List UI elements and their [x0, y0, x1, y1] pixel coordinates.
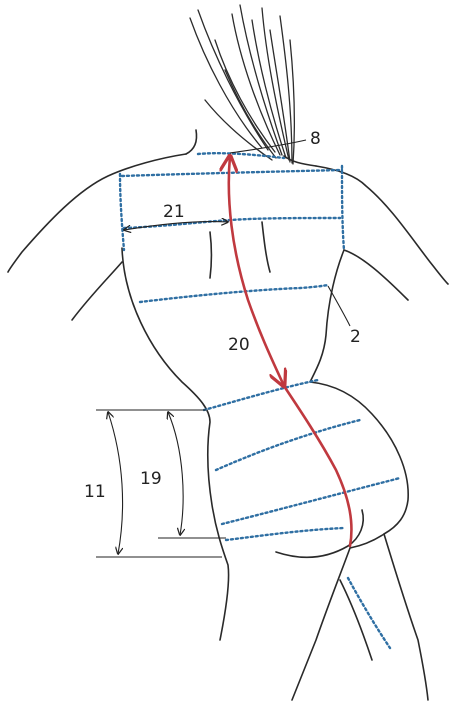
- right-torso-line: [310, 250, 408, 548]
- upper-back-dots: [122, 170, 342, 176]
- label-19: 19: [140, 469, 162, 489]
- right-leg-line: [384, 534, 428, 700]
- label-11: 11: [84, 482, 106, 502]
- leader-2: [328, 286, 350, 326]
- left-leg-line: [292, 548, 350, 700]
- high-hip-dots: [216, 420, 360, 470]
- left-arm-lower-line: [72, 262, 122, 320]
- dimension-19-arrow: [168, 412, 183, 535]
- right-shoulder-line: [316, 166, 448, 284]
- label-20: 20: [228, 335, 250, 355]
- bust-back-dots: [140, 285, 328, 302]
- left-torso-line: [122, 248, 229, 640]
- hair-strands: [190, 5, 294, 164]
- right-arm-lower-line: [344, 250, 408, 300]
- right-blade-mark: [262, 222, 270, 272]
- gluteal-fold-line: [276, 546, 348, 557]
- right-armhole-dots: [342, 166, 344, 250]
- label-2: 2: [350, 327, 361, 347]
- seat-dots: [226, 528, 344, 540]
- left-shoulder-line: [8, 154, 186, 272]
- neck-base-dots: [198, 153, 284, 158]
- hip-dots: [222, 478, 400, 524]
- red-line-lower: [284, 386, 351, 546]
- neck-left-line: [186, 130, 197, 154]
- label-21: 21: [163, 202, 185, 222]
- waist-dots: [204, 380, 318, 410]
- label-8: 8: [310, 129, 321, 149]
- left-armhole-dots: [120, 174, 124, 250]
- body-outline: [8, 130, 448, 700]
- dimension-11-arrow: [108, 412, 123, 554]
- left-blade-mark: [210, 232, 212, 278]
